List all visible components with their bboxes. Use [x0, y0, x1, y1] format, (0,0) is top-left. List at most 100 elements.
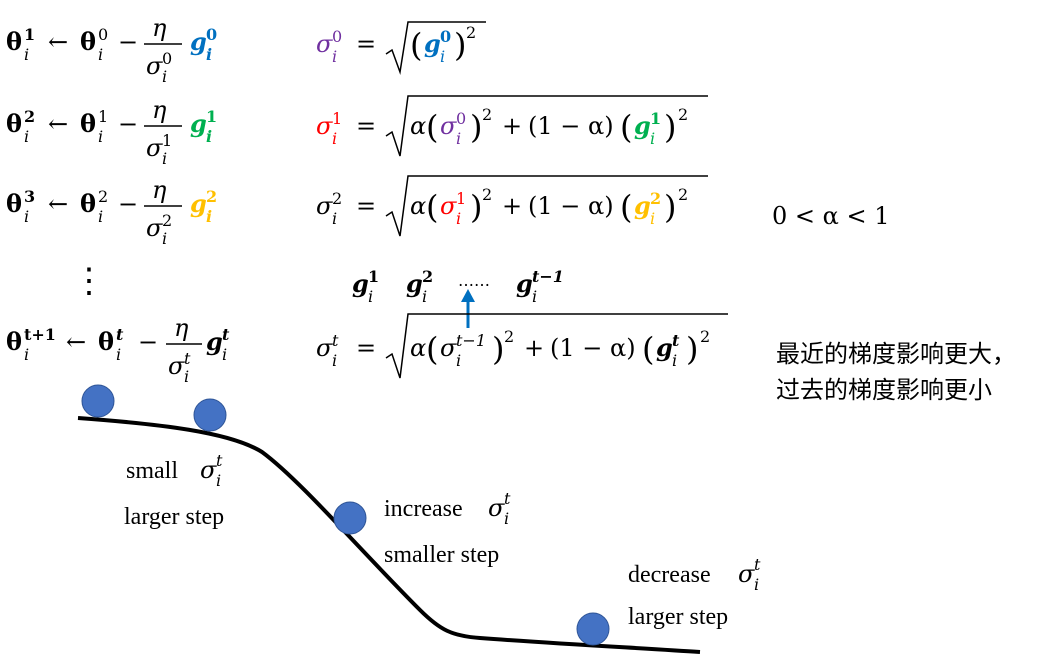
square-exponent-2: 2: [678, 105, 688, 124]
theta-lhs-sub: i: [24, 207, 29, 226]
square-exponent-2: 2: [700, 327, 710, 346]
label-small: small: [126, 458, 178, 484]
minus-sign: −: [138, 328, 158, 356]
gradient-term: g: [190, 27, 207, 56]
sigma-equations: σ 0 i = ( g 0 i ) 2 σ 1 i = α: [316, 21, 728, 379]
sigma-lhs-sup: t: [332, 331, 339, 350]
sigma-row-2: σ 2 i = α ( σ 1 i ) 2 + (1 − α) ( g 2 i: [316, 175, 708, 237]
rparen: ): [454, 26, 466, 64]
sigma-denom-sub: i: [162, 67, 167, 86]
gradient-sup: 2: [650, 189, 661, 208]
sigma-denom: σ: [168, 352, 185, 380]
sigma-denom: σ: [146, 134, 163, 162]
gradient-term: g: [190, 109, 207, 138]
square-exponent: 2: [482, 105, 492, 124]
sigma-prev-sub: i: [456, 209, 461, 228]
eta: η: [152, 96, 167, 124]
sqrt-sign: [385, 175, 708, 237]
assign-arrow: ←: [48, 190, 68, 218]
theta-lhs: θ: [6, 109, 22, 138]
gradient-term: g: [634, 191, 651, 220]
gradient-sub: i: [206, 207, 212, 226]
pointer-arrow: [461, 289, 475, 328]
lparen-2: (: [642, 330, 654, 368]
seq-g-2-sub: i: [422, 287, 427, 306]
seq-g-t-1-sup: t−1: [532, 267, 564, 286]
label-larger-step-2: larger step: [628, 604, 728, 630]
gradient-sub: i: [206, 45, 212, 64]
note-line-1: 最近的梯度影响更大，: [776, 340, 1016, 368]
sigma-denom-sup: 1: [162, 131, 172, 150]
sigma-lhs: σ: [316, 334, 333, 362]
sqrt-sign: [385, 21, 486, 75]
gradient-sub: i: [650, 129, 655, 148]
label-decrease: decrease: [628, 562, 711, 588]
label-decrease-sigma: decrease σ t i: [628, 555, 761, 594]
assign-arrow: ←: [48, 110, 68, 138]
lparen: (: [426, 108, 438, 146]
seq-g-t-1-sub: i: [532, 287, 537, 306]
seq-ellipsis: ……: [458, 271, 490, 290]
lparen-2: (: [620, 188, 632, 226]
gradient-term: g: [634, 111, 651, 140]
square-exponent-2: 2: [678, 185, 688, 204]
one-minus-alpha: (1 − α): [550, 334, 636, 362]
square-exponent: 2: [482, 185, 492, 204]
lparen: (: [426, 330, 438, 368]
sigma-row-0: σ 0 i = ( g 0 i ) 2: [316, 21, 486, 75]
rparen: ): [492, 330, 504, 368]
rparen-2: ): [686, 330, 698, 368]
theta-prev-sub: i: [98, 207, 103, 226]
sigma-denom-sub: i: [184, 367, 189, 386]
update-equations: θ 1 i ← θ 0 i − η σ 0 i g 0 i θ 2 i ← θ …: [6, 14, 230, 386]
label-larger-step-1: larger step: [124, 504, 224, 530]
sigma-prev-sup: t−1: [456, 331, 486, 350]
label-increase: increase: [384, 496, 463, 522]
theta-lhs-sup: 1: [24, 25, 35, 44]
theta-prev-sup: t: [116, 325, 124, 344]
theta-lhs-sup: 2: [24, 107, 35, 126]
loss-curve: [77, 416, 701, 654]
sigma-lhs-sup: 2: [332, 189, 342, 208]
seq-g-t-1: g: [516, 269, 533, 298]
rparen: ): [470, 108, 482, 146]
sigma-prev-sub: i: [456, 351, 461, 370]
gradient-term: g: [190, 189, 207, 218]
seq-g-1-sub: i: [368, 287, 373, 306]
gradient-term: g: [206, 327, 223, 356]
theta-prev-sup: 0: [98, 25, 108, 44]
equals-sign: =: [356, 112, 376, 140]
gradient-sup: 0: [440, 27, 451, 46]
ball-1: [81, 384, 115, 418]
label-small-sigma-sup: t: [216, 451, 223, 470]
theta-lhs-sub: i: [24, 45, 29, 64]
label-small-sigma-symbol: σ: [200, 456, 217, 484]
sigma-denom-sub: i: [162, 149, 167, 168]
minus-sign: −: [118, 28, 138, 56]
equals-sign: =: [356, 192, 376, 220]
gradient-sup: 0: [206, 25, 217, 44]
gradient-sup: 2: [206, 187, 217, 206]
sigma-row-t: σ t i = α ( σ t−1 i ) 2 + (1 − α) ( g t …: [316, 313, 728, 379]
theta-prev-sub: i: [98, 127, 103, 146]
sigma-denom-sup: t: [184, 349, 191, 368]
ball-3: [333, 501, 367, 535]
gradient-sup: t: [222, 325, 230, 344]
plus-sign: +: [502, 192, 522, 220]
gradient-sub: i: [650, 209, 655, 228]
theta-lhs: θ: [6, 327, 22, 356]
pointer-arrow-head: [461, 289, 475, 302]
theta-prev: θ: [98, 327, 114, 356]
sigma-row-1: σ 1 i = α ( σ 0 i ) 2 + (1 − α) ( g 1 i: [316, 95, 708, 157]
label-decrease-sigma-symbol: σ: [738, 560, 755, 588]
gradient-sup: 1: [206, 107, 217, 126]
gradient-sup: 1: [650, 109, 661, 128]
rparen: ): [470, 188, 482, 226]
sigma-lhs: σ: [316, 30, 333, 58]
seq-g-1: g: [352, 269, 369, 298]
eta: η: [174, 314, 189, 342]
lparen: (: [410, 26, 422, 64]
seq-g-2: g: [406, 269, 423, 298]
gradient-sub: i: [206, 127, 212, 146]
